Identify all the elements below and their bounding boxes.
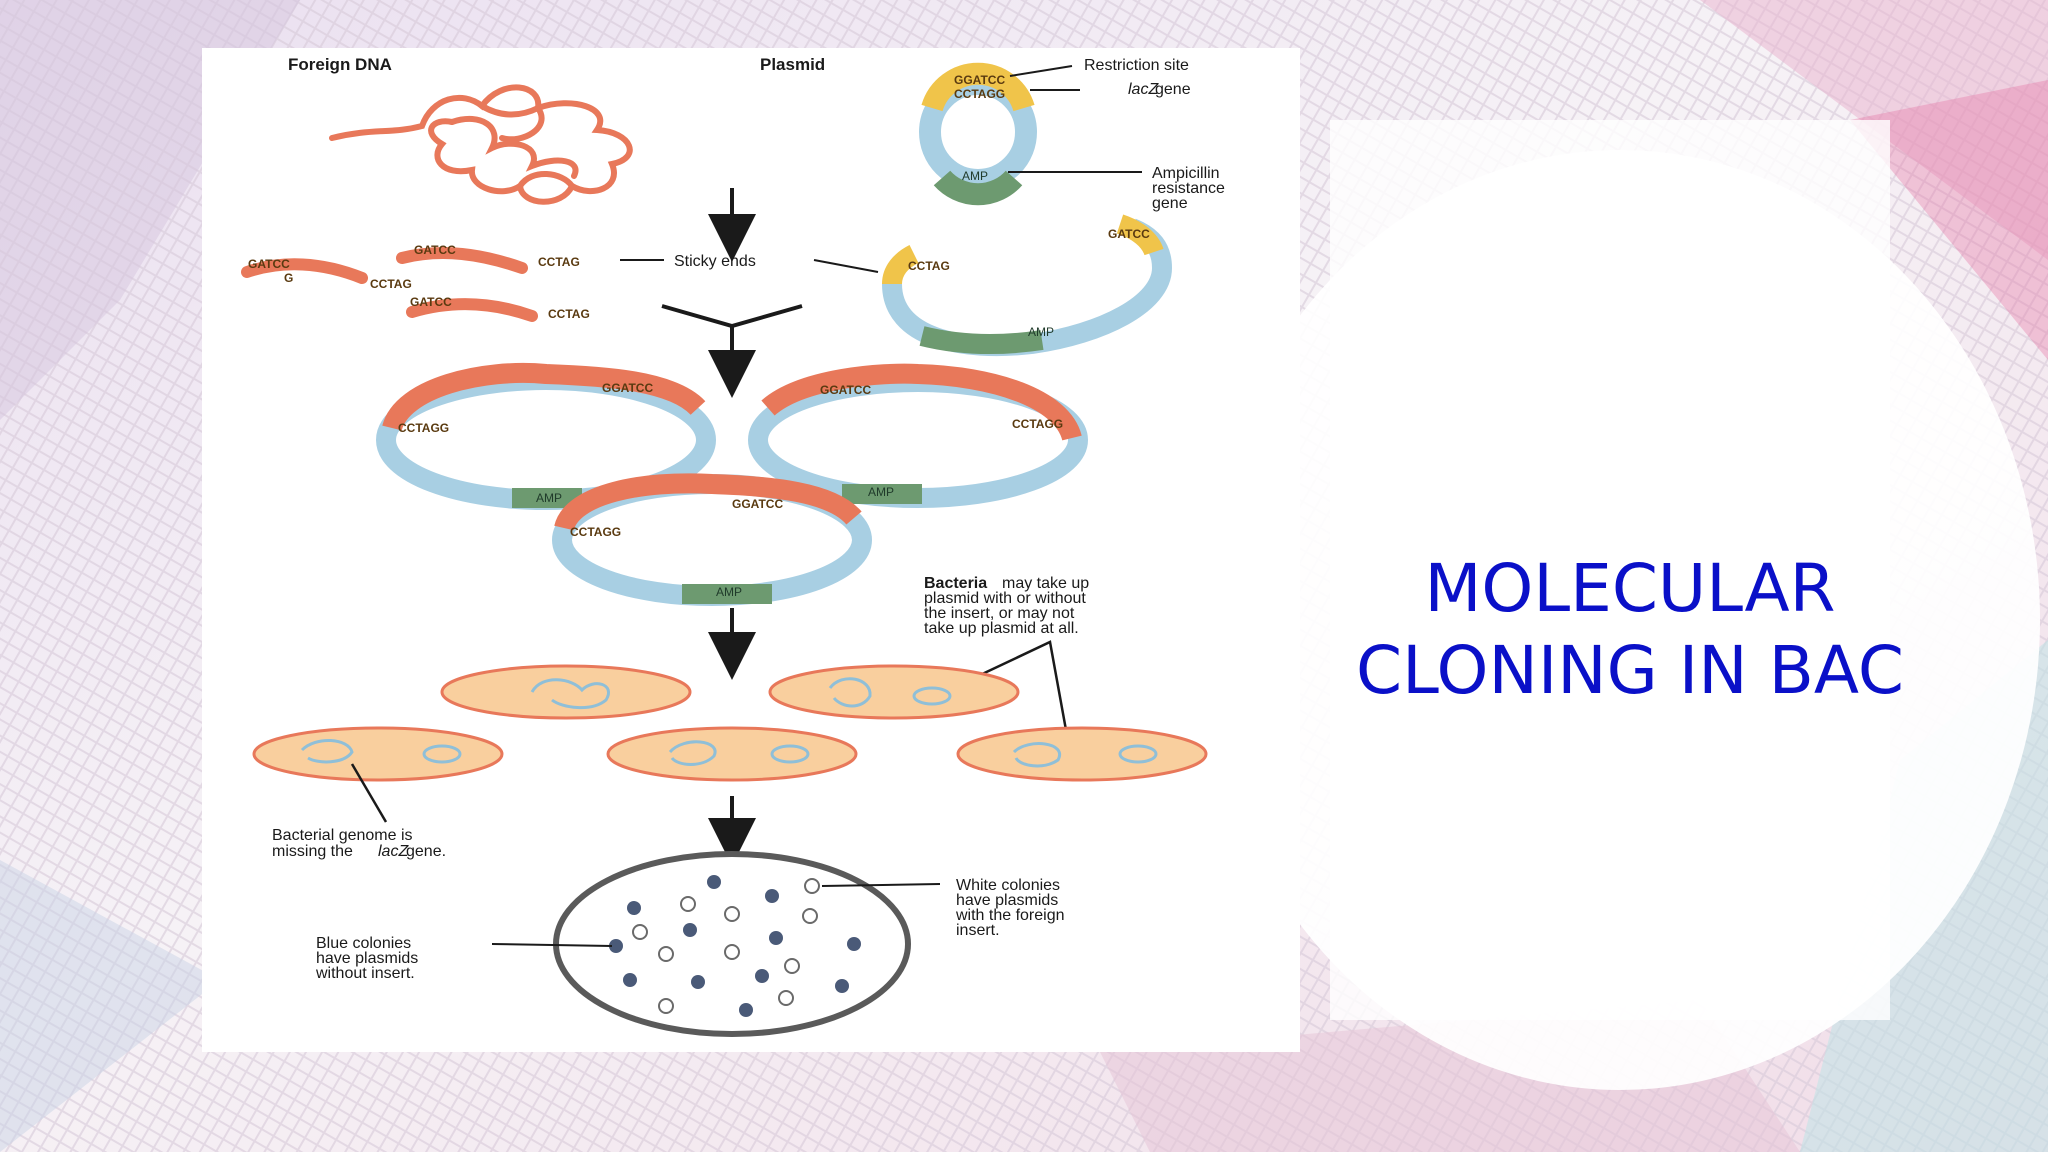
recomb2-seq-b: CCTAGG <box>1012 417 1063 431</box>
bacteria-line3: the insert, or may not <box>924 605 1075 622</box>
bacterial-cell <box>956 726 1208 782</box>
blue-colonies-line2: have plasmids <box>316 950 418 967</box>
white-colonies <box>632 878 820 1014</box>
restriction-seq-bottom: CCTAGG <box>954 87 1005 101</box>
sticky-ends-pointer-right <box>813 259 879 273</box>
plasmid-top: GGATCC CCTAGG AMP <box>919 62 1037 206</box>
fragment1-seq-c: CCTAG <box>370 277 412 291</box>
recomb3-seq-b: CCTAGG <box>570 525 621 539</box>
fragment1-seq-b: G <box>284 271 293 285</box>
slide-title-line1: MOLECULAR <box>1424 550 1836 627</box>
dna-fragments <box>241 247 538 322</box>
fragment1-seq-a: GATCC <box>248 257 290 271</box>
blue-colonies-line3: without insert. <box>315 965 415 982</box>
cut-plasmid-seq-a: GATCC <box>1108 227 1150 241</box>
blue-colonies <box>609 875 861 1017</box>
slide-title-line2: CLONING IN BAC <box>1356 632 1904 709</box>
bacteria-pointer <box>977 640 1068 731</box>
ampicillin-line3: gene <box>1152 195 1188 212</box>
sticky-ends-label: Sticky ends <box>674 253 756 270</box>
bacterial-cell <box>606 726 858 782</box>
bacteria-label-rest: may take up <box>1002 575 1089 592</box>
recombinant-plasmid-3 <box>552 473 872 606</box>
blue-colonies-pointer <box>491 943 613 947</box>
slide-title: MOLECULAR CLONING IN BAC <box>1290 548 1970 712</box>
bacterial-cell <box>440 664 692 720</box>
fragment2-seq-b: CCTAG <box>538 255 580 269</box>
fragment2-seq-a: GATCC <box>414 243 456 257</box>
foreign-dna-tangle <box>329 84 633 205</box>
merge-lines <box>661 304 803 329</box>
bacteria-line4: take up plasmid at all. <box>924 620 1079 637</box>
white-colonies-pointer <box>821 883 941 887</box>
bacteria-line2: plasmid with or without <box>924 590 1086 607</box>
bacterial-cell <box>768 664 1020 720</box>
restriction-seq-top: GGATCC <box>954 73 1005 87</box>
genome-line2-italic: lacZ <box>378 843 409 860</box>
genome-line1: Bacterial genome is <box>272 827 413 844</box>
genome-line2-post: gene. <box>406 843 446 860</box>
bacteria-label-bold: Bacteria <box>924 575 987 592</box>
bacterial-cells <box>252 664 1208 782</box>
recombinant-plasmid-1 <box>376 363 716 510</box>
white-colonies-line2: have plasmids <box>956 892 1058 909</box>
fragment3-seq-a: GATCC <box>410 295 452 309</box>
recombinant-plasmid-2 <box>748 363 1088 508</box>
white-colonies-line1: White colonies <box>956 877 1060 894</box>
recomb3-seq-a: GGATCC <box>732 497 783 511</box>
amp-label-recomb3: AMP <box>716 585 742 599</box>
blue-colonies-line1: Blue colonies <box>316 935 411 952</box>
restriction-site-label: Restriction site <box>1084 57 1189 74</box>
recomb1-seq-b: CCTAGG <box>398 421 449 435</box>
ampicillin-line1: Ampicillin <box>1152 165 1220 182</box>
amp-label-cut: AMP <box>1028 325 1054 339</box>
recomb1-seq-a: GGATCC <box>602 381 653 395</box>
amp-label-recomb2: AMP <box>868 485 894 499</box>
plasmid-label: Plasmid <box>760 55 825 74</box>
amp-label-top: AMP <box>962 169 988 183</box>
lacz-label-italic: lacZ <box>1128 81 1159 98</box>
white-colonies-line3: with the foreign <box>955 907 1065 924</box>
petri-dish <box>553 851 911 1037</box>
genome-pointer <box>350 763 388 823</box>
cloning-diagram: Foreign DNA Plasmid GGATCC CCTAGG AMP Re… <box>202 48 1300 1052</box>
cut-plasmid <box>882 214 1173 357</box>
amp-label-recomb1: AMP <box>536 491 562 505</box>
restriction-site-pointer <box>1009 65 1073 77</box>
genome-line2-pre: missing the <box>272 843 353 860</box>
foreign-dna-label: Foreign DNA <box>288 55 392 74</box>
recomb2-seq-a: GGATCC <box>820 383 871 397</box>
ampicillin-line2: resistance <box>1152 180 1225 197</box>
bacterial-cell <box>252 726 504 782</box>
lacz-label-rest: gene <box>1155 81 1191 98</box>
white-colonies-line4: insert. <box>956 922 1000 939</box>
cut-plasmid-seq-b: CCTAG <box>908 259 950 273</box>
fragment3-seq-b: CCTAG <box>548 307 590 321</box>
